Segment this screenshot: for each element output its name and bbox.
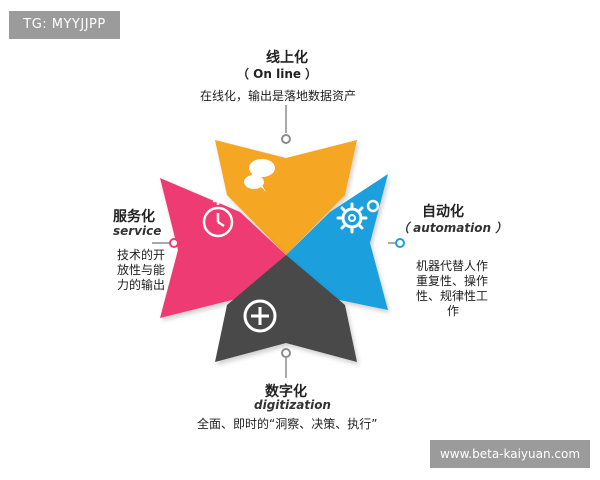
stopwatch-icon [202, 199, 234, 238]
digitization-subtitle: digitization [254, 398, 331, 412]
online-subtitle: （ On line ） [237, 67, 318, 81]
automation-title: 自动化 [422, 204, 464, 220]
service-title: 服务化 [113, 209, 155, 225]
gears-icon [336, 199, 380, 234]
automation-dot [395, 238, 405, 248]
digitization-title: 数字化 [265, 384, 307, 400]
service-desc-3: 力的输出 [117, 278, 166, 292]
automation-desc-4: 作 [447, 304, 460, 318]
service-dot [169, 238, 179, 248]
digitization-desc: 全面、即时的“洞察、决策、执行” [197, 417, 378, 431]
connector-dots [169, 134, 405, 358]
digitization-dot [281, 348, 291, 358]
watermark-url: www.beta-kaiyuan.com [430, 440, 590, 468]
plus-circle-icon [243, 299, 277, 333]
service-subtitle: service [113, 224, 162, 238]
automation-desc-2: 重复性、操作 [416, 274, 489, 288]
automation-desc-3: 性、规律性工 [416, 289, 489, 303]
digitization-arrow [215, 255, 357, 362]
service-desc-1: 技术的开 [117, 248, 166, 262]
chat-bubbles-icon [244, 159, 275, 192]
automation-desc-1: 机器代替人作 [416, 259, 489, 273]
online-title: 线上化 [266, 50, 308, 66]
watermark-tag: TG: MYYJJPP [9, 11, 120, 39]
service-desc-2: 放性与能 [117, 263, 166, 277]
online-dot [281, 134, 291, 144]
online-desc: 在线化，输出是落地数据资产 [200, 89, 357, 103]
automation-subtitle: （ automation ） [397, 221, 508, 235]
